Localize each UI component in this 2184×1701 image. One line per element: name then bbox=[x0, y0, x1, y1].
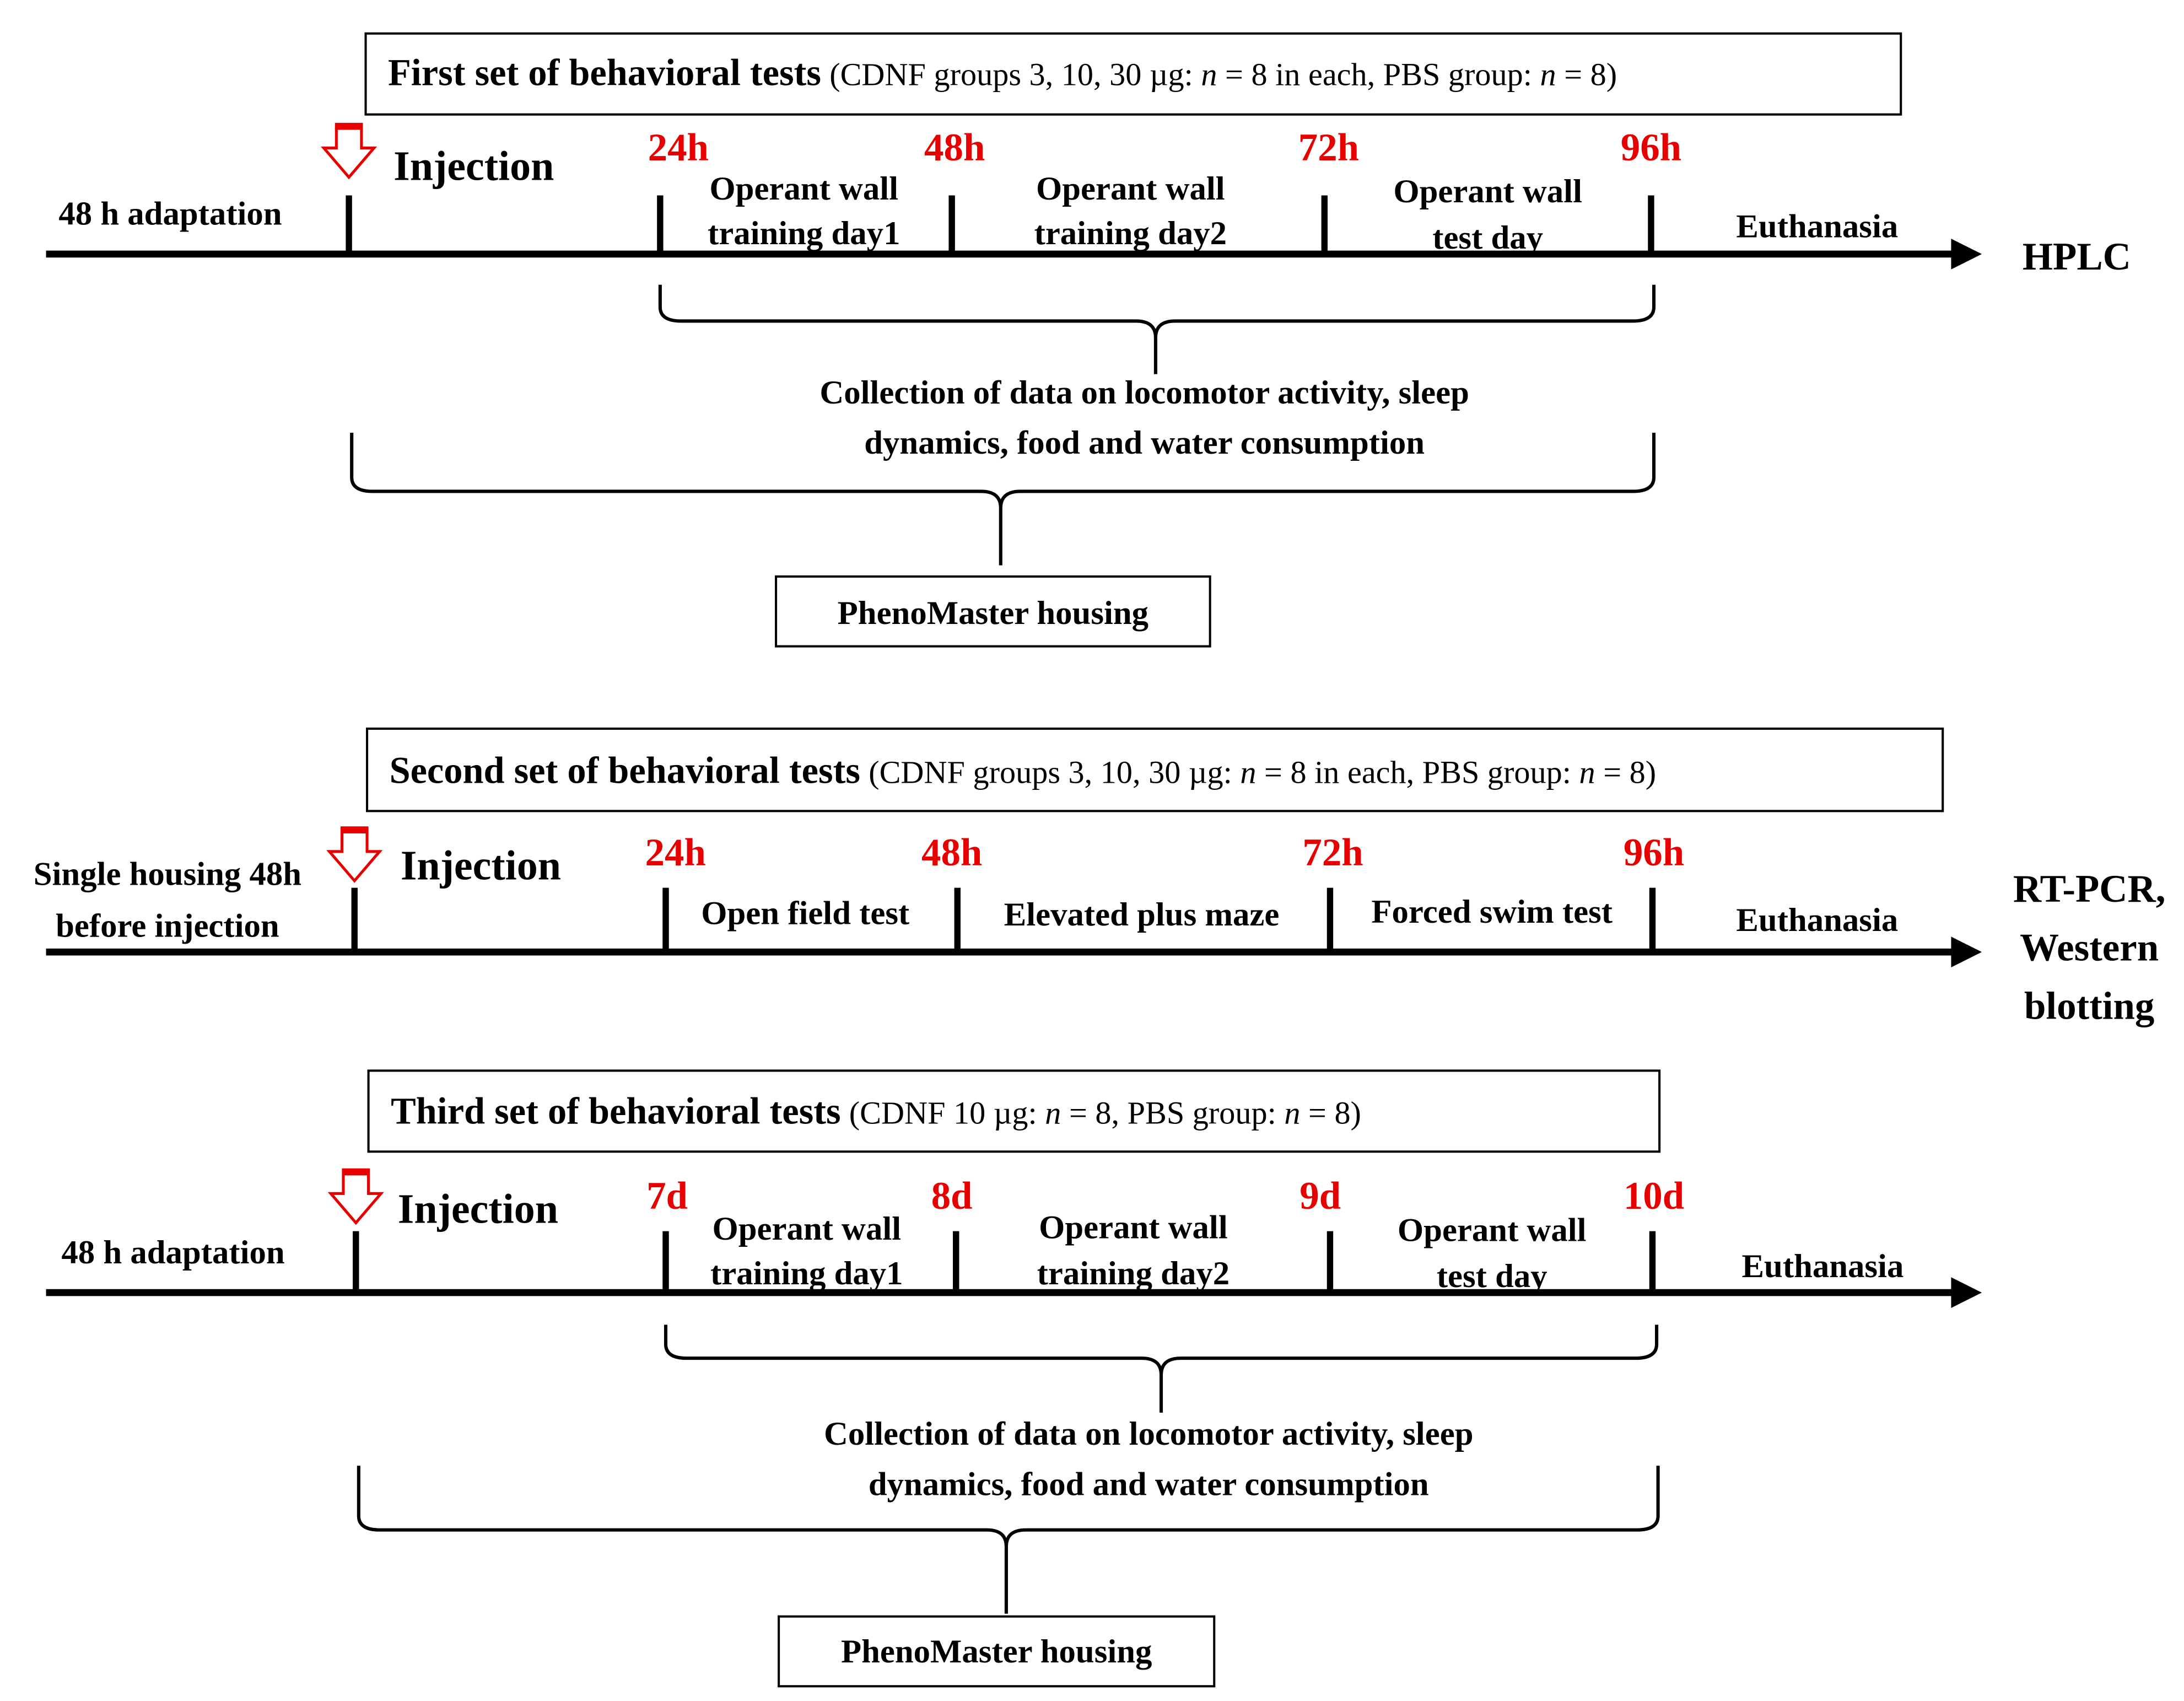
data-collection-label: dynamics, food and water consumption bbox=[869, 1466, 1429, 1503]
phase-label: test day bbox=[1437, 1258, 1547, 1295]
time-label: 24h bbox=[645, 831, 706, 874]
time-label: 48h bbox=[924, 126, 985, 169]
phase-label: training day1 bbox=[710, 1255, 903, 1292]
title-box bbox=[366, 727, 1944, 812]
phase-label: training day2 bbox=[1037, 1255, 1229, 1292]
panel-title-detail: n bbox=[1540, 56, 1556, 92]
time-label: 96h bbox=[1624, 831, 1684, 874]
pre-injection-label: before injection bbox=[56, 907, 279, 944]
injection-label: Injection bbox=[401, 842, 561, 889]
panel-title-detail: = 8 in each, PBS group: bbox=[1256, 755, 1579, 790]
injection-label: Injection bbox=[398, 1186, 558, 1232]
phase-label: training day2 bbox=[1034, 215, 1227, 252]
outcome-label: Western bbox=[2020, 926, 2159, 969]
data-collection-label: dynamics, food and water consumption bbox=[864, 424, 1425, 461]
panel-title-detail: = 8) bbox=[1300, 1095, 1361, 1131]
housing-bracket bbox=[357, 1466, 1660, 1614]
panel-title-detail: n bbox=[1045, 1095, 1061, 1131]
time-label: 8d bbox=[931, 1175, 973, 1218]
pre-injection-label: Single housing 48h bbox=[34, 856, 301, 893]
timeline-arrowhead bbox=[1951, 936, 1982, 968]
timeline-arrowhead bbox=[1951, 239, 1982, 270]
final-step-label: Euthanasia bbox=[1742, 1248, 1904, 1285]
phase-label: Elevated plus maze bbox=[1004, 896, 1280, 933]
time-label: 96h bbox=[1621, 126, 1681, 169]
time-label: 9d bbox=[1299, 1175, 1341, 1218]
final-step-label: Euthanasia bbox=[1736, 208, 1898, 245]
panel-title: Third set of behavioral tests(CDNF 10 µg… bbox=[391, 1090, 1361, 1132]
panel-title-main: Second set of behavioral tests bbox=[390, 750, 860, 792]
outcome-label: blotting bbox=[2024, 985, 2154, 1028]
down-arrow-icon bbox=[327, 1172, 384, 1225]
panel-title-detail: n bbox=[1201, 56, 1217, 92]
data-collection-bracket bbox=[664, 1325, 1659, 1413]
phase-label: Operant wall bbox=[1039, 1209, 1228, 1246]
final-step-label: Euthanasia bbox=[1736, 902, 1898, 939]
housing-box bbox=[775, 575, 1211, 648]
down-arrow-icon bbox=[326, 830, 383, 883]
panel-title-detail: = 8 in each, PBS group: bbox=[1217, 56, 1540, 92]
phase-label: Forced swim test bbox=[1371, 893, 1613, 930]
phase-label: Operant wall bbox=[712, 1210, 901, 1247]
injection-label: Injection bbox=[393, 143, 554, 190]
panel-title-detail: (CDNF groups 3, 10, 30 µg: bbox=[869, 755, 1240, 790]
outcome-label: RT-PCR, bbox=[2013, 868, 2166, 911]
phase-label: Open field test bbox=[701, 895, 909, 932]
data-collection-label: Collection of data on locomotor activity… bbox=[819, 374, 1469, 411]
time-label: 48h bbox=[921, 831, 982, 874]
panel-title-detail: (CDNF groups 3, 10, 30 µg: bbox=[829, 56, 1201, 92]
panel-title-detail: n bbox=[1579, 755, 1595, 790]
panel-title-detail: = 8, PBS group: bbox=[1061, 1095, 1284, 1131]
time-label: 7d bbox=[646, 1175, 688, 1218]
down-arrow-icon-cap bbox=[335, 122, 363, 130]
data-collection-label: Collection of data on locomotor activity… bbox=[824, 1415, 1474, 1452]
timeline-arrowhead bbox=[1951, 1277, 1982, 1308]
down-arrow-icon-cap bbox=[342, 1168, 370, 1176]
time-label: 72h bbox=[1298, 126, 1359, 169]
panel-title: First set of behavioral tests(CDNF group… bbox=[388, 51, 1617, 93]
timeline-panel-1: First set of behavioral tests(CDNF group… bbox=[46, 32, 2131, 648]
data-collection-bracket bbox=[658, 284, 1656, 374]
time-label: 10d bbox=[1624, 1175, 1684, 1218]
housing-box bbox=[778, 1615, 1216, 1688]
phase-label: Operant wall bbox=[709, 170, 898, 207]
title-box bbox=[367, 1069, 1661, 1153]
panel-title-detail: = 8) bbox=[1556, 56, 1617, 92]
panel-title-main: First set of behavioral tests bbox=[388, 51, 821, 93]
panel-title: Second set of behavioral tests (CDNF grou… bbox=[390, 750, 1657, 792]
down-arrow-icon-cap bbox=[340, 826, 369, 833]
panel-title-detail: (CDNF 10 µg: bbox=[849, 1095, 1045, 1131]
timeline-panel-3: Third set of behavioral tests(CDNF 10 µg… bbox=[46, 1069, 1982, 1688]
phase-label: training day1 bbox=[708, 215, 900, 252]
outcome-label: HPLC bbox=[2023, 235, 2131, 278]
pre-injection-label: 48 h adaptation bbox=[61, 1234, 284, 1271]
panel-title-detail: n bbox=[1284, 1095, 1300, 1131]
panel-title-main: Third set of behavioral tests bbox=[391, 1090, 840, 1132]
title-box bbox=[364, 32, 1902, 116]
housing-bracket bbox=[350, 433, 1656, 566]
phase-label: Operant wall bbox=[1393, 173, 1582, 210]
time-label: 72h bbox=[1302, 831, 1363, 874]
timeline-panel-2: Second set of behavioral tests (CDNF grou… bbox=[34, 727, 2166, 1028]
housing-label: PhenoMaster housing bbox=[841, 1633, 1152, 1670]
phase-label: test day bbox=[1432, 219, 1543, 256]
down-arrow-icon bbox=[321, 127, 378, 180]
panel-title-detail: = 8) bbox=[1595, 755, 1656, 790]
pre-injection-label: 48 h adaptation bbox=[58, 196, 282, 233]
panel-title-detail: n bbox=[1240, 755, 1256, 790]
housing-label: PhenoMaster housing bbox=[838, 595, 1148, 632]
phase-label: Operant wall bbox=[1398, 1212, 1587, 1248]
time-label: 24h bbox=[648, 126, 709, 169]
phase-label: Operant wall bbox=[1036, 170, 1225, 207]
